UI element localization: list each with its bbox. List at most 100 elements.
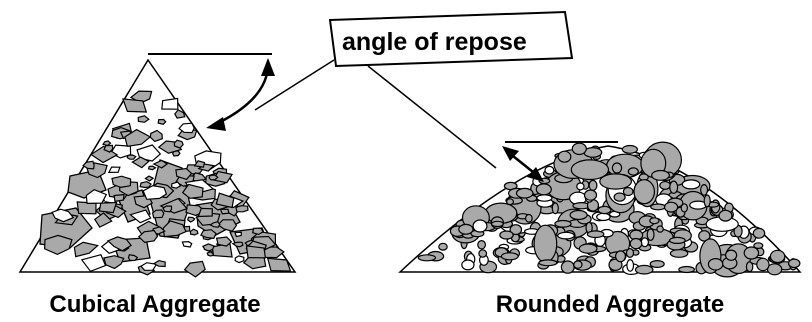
callout-label: angle of repose xyxy=(342,28,527,56)
cubical-stone xyxy=(82,160,95,170)
rounded-stone xyxy=(622,186,634,197)
cubical-stone xyxy=(202,243,215,252)
cubical-stone xyxy=(147,165,157,171)
rounded-stone xyxy=(538,259,558,267)
cubical-stone xyxy=(161,97,179,110)
cubical-stone xyxy=(174,109,186,119)
rounded-stone xyxy=(753,242,764,250)
cubical-stone xyxy=(187,216,196,223)
rounded-stone xyxy=(743,246,760,260)
rounded-stone xyxy=(525,213,533,223)
rounded-stone xyxy=(649,260,665,269)
cubical-stone xyxy=(111,175,132,189)
rounded-stone xyxy=(611,162,623,174)
cubical-stone xyxy=(127,254,139,262)
rounded-stone xyxy=(769,249,786,264)
rounded-stone xyxy=(678,265,695,274)
callout-box xyxy=(328,10,574,68)
rounded-stone xyxy=(573,260,583,269)
rounded-stone xyxy=(629,237,643,250)
cubical-stone xyxy=(170,181,182,189)
cubical-stone xyxy=(245,245,267,259)
rounded-stones xyxy=(417,141,801,278)
cubical-stone xyxy=(157,118,167,125)
rounded-stone xyxy=(669,236,686,244)
rounded-stone xyxy=(509,224,523,236)
rounded-stone xyxy=(596,212,611,222)
rounded-stone xyxy=(586,230,605,239)
rounded-stone xyxy=(646,228,655,241)
cubical-stone xyxy=(131,156,150,169)
rounded-stone xyxy=(583,189,598,201)
rounded-stone xyxy=(506,198,515,206)
cubical-stone xyxy=(206,251,215,257)
cubical-stone xyxy=(234,255,245,264)
rounded-stone xyxy=(627,167,639,176)
cubical-stone xyxy=(73,241,99,258)
rounded-stone xyxy=(707,257,724,271)
cubical-stone xyxy=(215,236,233,247)
rounded-caption: Rounded Aggregate xyxy=(496,291,724,318)
rounded-stone xyxy=(500,252,519,261)
rounded-stone xyxy=(588,179,598,191)
rounded-stone xyxy=(766,263,783,276)
cubical-stone xyxy=(181,240,193,248)
cubical-stone xyxy=(144,175,155,182)
cubical-stone xyxy=(162,205,173,213)
rounded-stone xyxy=(570,159,610,181)
rounded-stone xyxy=(461,259,475,271)
cubical-arc-arrowhead-top xyxy=(261,58,275,76)
cubical-stone xyxy=(51,208,75,223)
cubical-stone xyxy=(159,197,189,214)
rounded-arc-arrowhead-top xyxy=(502,146,519,161)
cubical-stone xyxy=(122,98,148,113)
cubical-stone xyxy=(200,229,217,239)
rounded-stone xyxy=(656,225,664,233)
cubical-angle-indicator xyxy=(148,53,275,131)
cubical-stone xyxy=(152,159,169,169)
cubical-stone xyxy=(175,167,193,181)
cubical-stone xyxy=(98,201,118,214)
rounded-stone xyxy=(752,227,766,239)
rounded-stone xyxy=(626,259,635,272)
callout-pointer-to-rounded xyxy=(367,65,497,169)
rounded-stone xyxy=(560,260,575,274)
cubical-stone xyxy=(137,115,150,123)
rounded-stone xyxy=(700,183,709,196)
cubical-stone xyxy=(197,207,213,218)
rounded-stone xyxy=(417,254,437,262)
rounded-stone xyxy=(669,248,689,258)
rounded-stone xyxy=(599,173,632,190)
rounded-stone xyxy=(554,219,572,228)
cubical-stone xyxy=(113,193,125,203)
rounded-stone xyxy=(756,257,770,272)
rounded-stone xyxy=(634,264,654,275)
rounded-stone xyxy=(703,194,711,208)
rounded-stone xyxy=(477,240,487,250)
rounded-stone xyxy=(649,217,660,225)
cubical-stone xyxy=(137,229,159,243)
cubical-stone xyxy=(103,144,114,153)
cubical-stone xyxy=(193,160,206,168)
cubical-aggregate-pile xyxy=(18,58,297,278)
cubical-stone xyxy=(129,209,152,224)
cubical-stone xyxy=(252,227,265,236)
cubical-stone xyxy=(103,255,125,270)
cubical-stone xyxy=(181,183,204,199)
rounded-stone xyxy=(597,205,612,215)
cubical-stone xyxy=(140,262,158,271)
rounded-stone xyxy=(650,203,666,211)
cubical-stone xyxy=(43,234,73,256)
cubical-stone xyxy=(76,201,97,215)
rounded-stone xyxy=(659,180,671,190)
cubical-stone xyxy=(162,220,187,238)
cubical-stone xyxy=(178,122,195,134)
rounded-stone xyxy=(576,182,585,191)
rounded-stone xyxy=(536,194,553,202)
cubical-stone xyxy=(149,129,163,143)
cubical-stone xyxy=(215,192,235,209)
rounded-stone xyxy=(663,201,679,213)
rounded-stone xyxy=(680,203,689,213)
cubical-stone xyxy=(142,184,168,200)
